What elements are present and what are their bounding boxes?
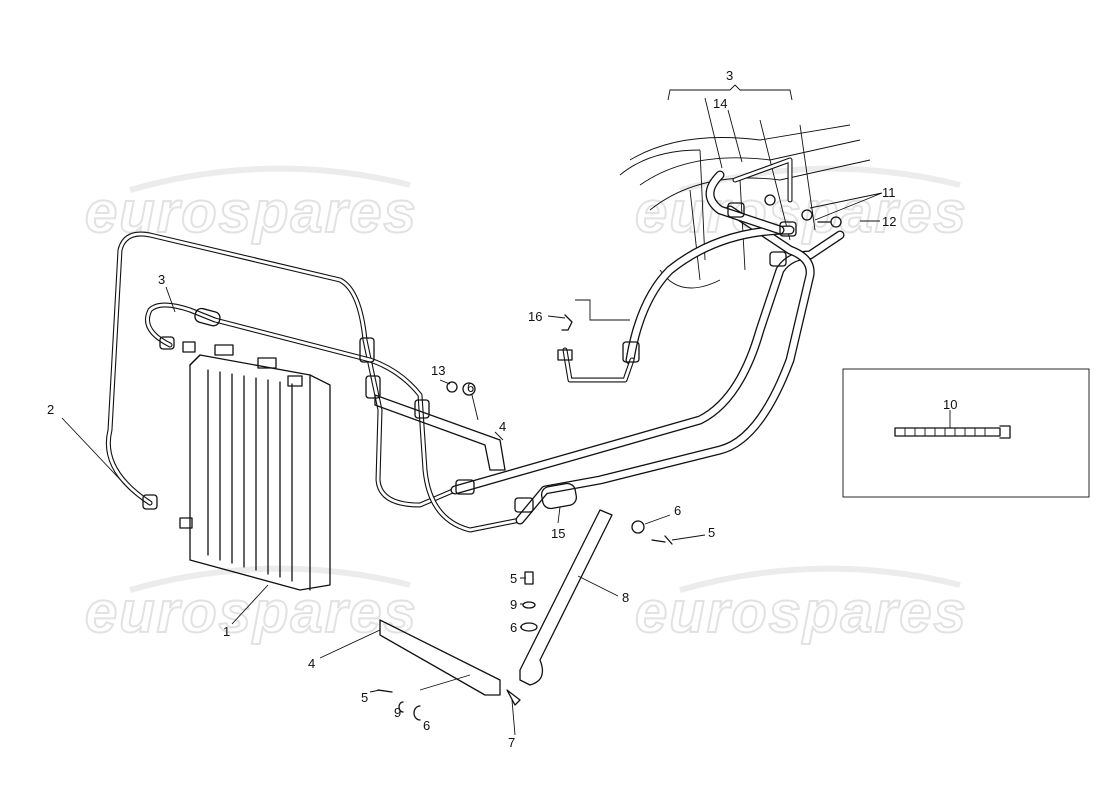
callout-5: 5 bbox=[361, 690, 368, 705]
watermark-swoosh bbox=[129, 165, 411, 193]
callout-7: 7 bbox=[508, 735, 515, 750]
watermark-swoosh bbox=[129, 565, 411, 593]
callout-8: 8 bbox=[622, 590, 629, 605]
callout-1: 1 bbox=[223, 624, 230, 639]
callout-9: 9 bbox=[394, 705, 401, 720]
callout-13: 13 bbox=[431, 363, 445, 378]
watermark: eurospares bbox=[85, 580, 418, 645]
callout-14: 14 bbox=[713, 96, 727, 111]
leader-lines bbox=[61, 84, 951, 736]
hardware bbox=[374, 194, 842, 721]
watermark-swoosh bbox=[679, 565, 961, 593]
inset-box bbox=[842, 368, 1090, 498]
callout-labels: 3 14 11 12 16 3 2 13 6 4 15 6 5 5 9 6 8 … bbox=[47, 68, 957, 750]
callout-15: 15 bbox=[551, 526, 565, 541]
callout-4: 4 bbox=[499, 419, 506, 434]
oil-cooler-radiator bbox=[179, 341, 331, 591]
watermark: eurospares bbox=[635, 180, 968, 245]
watermark-group: eurospares eurospares eurospares eurospa… bbox=[84, 165, 968, 646]
callout-16: 16 bbox=[528, 309, 542, 324]
callout-3-top: 3 bbox=[726, 68, 733, 83]
callout-6: 6 bbox=[510, 620, 517, 635]
callout-2: 2 bbox=[47, 402, 54, 417]
callout-5: 5 bbox=[708, 525, 715, 540]
callout-12: 12 bbox=[882, 214, 896, 229]
callout-11: 11 bbox=[882, 185, 896, 200]
callout-9: 9 bbox=[510, 597, 517, 612]
callout-6: 6 bbox=[423, 718, 430, 733]
oil-lines bbox=[105, 157, 845, 533]
callout-3: 3 bbox=[158, 272, 165, 287]
callout-6: 6 bbox=[467, 380, 474, 395]
watermark: eurospares bbox=[635, 580, 968, 645]
callout-4: 4 bbox=[308, 656, 315, 671]
callout-10: 10 bbox=[943, 397, 957, 412]
callout-5: 5 bbox=[510, 571, 517, 586]
callout-6: 6 bbox=[674, 503, 681, 518]
